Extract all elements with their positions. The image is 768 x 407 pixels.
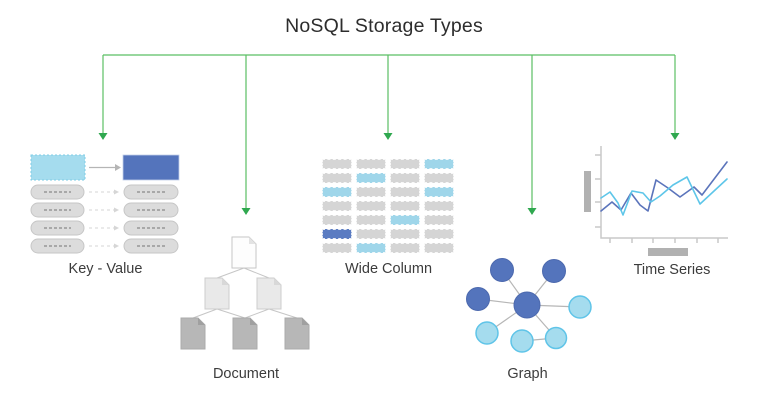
wide-column-cell <box>424 173 454 183</box>
wide-column-cell <box>356 173 386 183</box>
chart-axes <box>600 146 728 239</box>
document-tree-edge <box>243 267 270 279</box>
wide-column-cell <box>390 201 420 211</box>
document-fold-corner <box>198 318 205 325</box>
wide-column-cell <box>390 215 420 225</box>
wide-column-cell <box>322 159 352 169</box>
wide-column-cell <box>322 243 352 253</box>
wide-column-grid-icon <box>322 159 459 254</box>
wide-column-cell <box>356 187 386 197</box>
graph-node <box>490 258 514 282</box>
document-tree-edge <box>216 267 245 279</box>
wide-column-cell <box>356 215 386 225</box>
connector-arrowhead-icon <box>98 133 108 140</box>
graph-node <box>544 326 568 350</box>
label-graph: Graph <box>507 366 548 382</box>
label-document: Document <box>212 366 280 382</box>
label-time-series: Time Series <box>633 262 711 278</box>
pill-arrowhead-icon <box>114 243 119 249</box>
document-page-icon <box>180 317 206 350</box>
wide-column-cell <box>390 229 420 239</box>
wide-column-cell <box>424 215 454 225</box>
value-pill <box>123 184 179 200</box>
time-series-chart-icon <box>584 146 728 256</box>
graph-node <box>568 295 592 319</box>
key-pill <box>30 184 85 200</box>
pill-arrowhead-icon <box>114 225 119 231</box>
wide-column-cell <box>424 201 454 211</box>
wide-column-cell <box>390 173 420 183</box>
wide-column-cell <box>356 229 386 239</box>
document-fold-corner <box>302 318 309 325</box>
wide-column-cell <box>424 159 454 169</box>
series-line-dark <box>600 161 728 212</box>
document-tree-edge <box>192 308 218 319</box>
wide-column-cell <box>322 187 352 197</box>
document-page-icon <box>284 317 310 350</box>
diagram-title: NoSQL Storage Types <box>285 15 483 37</box>
document-page-icon <box>232 317 258 350</box>
document-fold-corner <box>250 318 257 325</box>
value-pill <box>123 238 179 254</box>
series-line-light <box>600 176 728 216</box>
pill-arrowhead-icon <box>114 207 119 213</box>
key-to-value-arrowhead-icon <box>115 164 121 171</box>
document-fold-corner <box>222 278 229 285</box>
key-pill <box>30 220 85 236</box>
connector-arrowhead-icon <box>383 133 393 140</box>
value-pill <box>123 202 179 218</box>
wide-column-cell <box>322 215 352 225</box>
document-page-icon <box>256 277 282 310</box>
wide-column-cell <box>424 229 454 239</box>
label-key-value: Key - Value <box>68 261 143 277</box>
key-pill <box>30 238 85 254</box>
key-value-icon <box>30 154 180 254</box>
graph-node <box>542 259 566 283</box>
document-tree-edge <box>268 308 298 319</box>
graph-node <box>510 329 534 353</box>
vertical-gray-bar <box>584 171 591 212</box>
graph-node <box>466 287 490 311</box>
wide-column-cell <box>390 243 420 253</box>
document-page-icon <box>231 236 257 269</box>
document-tree-edge <box>244 308 270 319</box>
wide-column-cell <box>322 201 352 211</box>
wide-column-cell <box>356 201 386 211</box>
key-pill <box>30 202 85 218</box>
wide-column-cell <box>390 187 420 197</box>
document-page-icon <box>204 277 230 310</box>
document-tree-edge <box>216 308 246 319</box>
graph-node <box>513 291 541 319</box>
wide-column-cell <box>424 243 454 253</box>
connector-arrowhead-icon <box>527 208 537 215</box>
wide-column-cell <box>322 229 352 239</box>
wide-column-cell <box>322 173 352 183</box>
wide-column-cell <box>356 243 386 253</box>
label-wide-column: Wide Column <box>344 261 433 277</box>
document-fold-corner <box>249 237 256 244</box>
key-rect <box>30 154 86 181</box>
graph-node <box>475 321 499 345</box>
wide-column-cell <box>424 187 454 197</box>
value-pill <box>123 220 179 236</box>
pill-arrowhead-icon <box>114 189 119 195</box>
wide-column-cell <box>356 159 386 169</box>
value-rect <box>122 154 180 181</box>
document-tree-icon <box>180 236 310 350</box>
connector-arrowhead-icon <box>670 133 680 140</box>
wide-column-cell <box>390 159 420 169</box>
connector-arrowhead-icon <box>241 208 251 215</box>
document-fold-corner <box>274 278 281 285</box>
graph-network-icon <box>466 258 592 353</box>
horizontal-gray-bar <box>648 248 688 256</box>
